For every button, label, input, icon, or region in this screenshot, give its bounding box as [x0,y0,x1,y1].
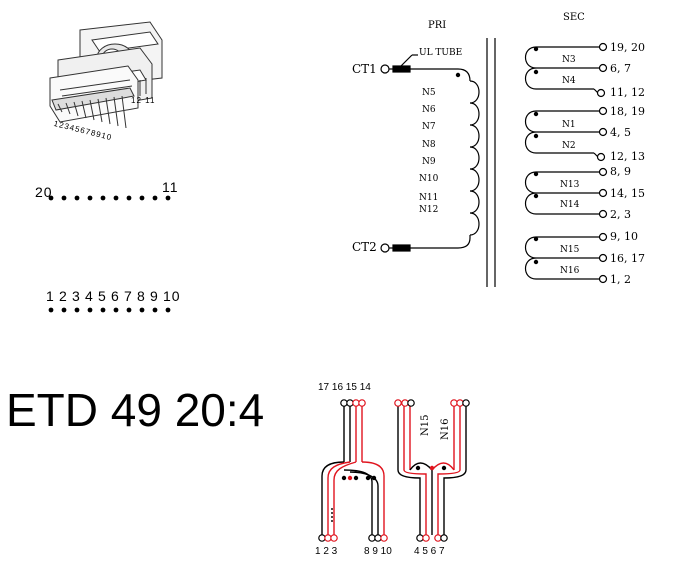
pin-label: 8 [137,288,146,304]
sec-pin-label: 8, 9 [610,165,631,178]
winding-label: N14 [560,200,580,210]
ul-tube-label: UL TUBE [419,48,463,58]
transformer-title: ETD 49 20:4 [6,384,265,436]
winding-label: N13 [560,180,580,190]
pin-label: 7 [124,288,133,304]
winding-label: N1 [562,120,576,130]
wiring-n15-label: N15 [420,414,431,436]
winding-label: N11 [419,193,439,203]
wiring-bottom-left-pins: 1 2 3 [315,546,338,557]
winding-label: N5 [422,88,436,98]
sec-pin-label: 1, 2 [610,273,631,286]
ct1-label: CT1 [352,62,377,76]
sec-pin-label: 2, 3 [610,208,631,221]
sec-pin-label: 4, 5 [610,126,631,139]
winding-label: N9 [422,157,436,167]
sec-pin-label: 6, 7 [610,62,631,75]
pin-label-20: 20 [35,184,53,200]
pin-label-11: 11 [162,179,179,195]
winding-label: N16 [560,266,580,276]
wiring-n16-label: N16 [440,418,451,440]
winding-label: N7 [422,122,436,132]
pin-label: 9 [150,288,159,304]
pin-label: 2 [59,288,68,304]
bobbin-side-pin-labels: 12 11 [131,96,156,105]
sec-label: SEC [563,12,585,23]
sec-pin-label: 18, 19 [610,105,645,118]
ct2-label: CT2 [352,240,377,254]
pin-label: 5 [98,288,107,304]
pin-label: 10 [163,288,181,304]
pin-label: 3 [72,288,81,304]
winding-label: N4 [562,76,576,86]
pri-label: PRI [428,20,447,31]
sec-pin-label: 16, 17 [610,252,645,265]
winding-label: N3 [562,55,576,65]
pin-label: 4 [85,288,94,304]
sec-pin-label: 12, 13 [610,150,645,163]
winding-label: N8 [422,140,436,150]
pin-label: 1 [46,288,55,304]
wiring-bottom-mid-pins: 8 9 10 [364,546,392,557]
sec-pin-label: 19, 20 [610,41,645,54]
pin-label: 6 [111,288,120,304]
wiring-top-pins: 17 16 15 14 [318,382,371,393]
winding-label: N6 [422,105,436,115]
wiring-bottom-right-pins: 4 5 6 7 [414,546,445,557]
winding-label: N12 [419,205,439,215]
winding-label: N10 [419,174,439,184]
sec-pin-label: 14, 15 [610,187,645,200]
sec-pin-label: 9, 10 [610,230,638,243]
winding-label: N15 [560,245,580,255]
sec-pin-label: 11, 12 [610,86,645,99]
winding-label: N2 [562,141,576,151]
